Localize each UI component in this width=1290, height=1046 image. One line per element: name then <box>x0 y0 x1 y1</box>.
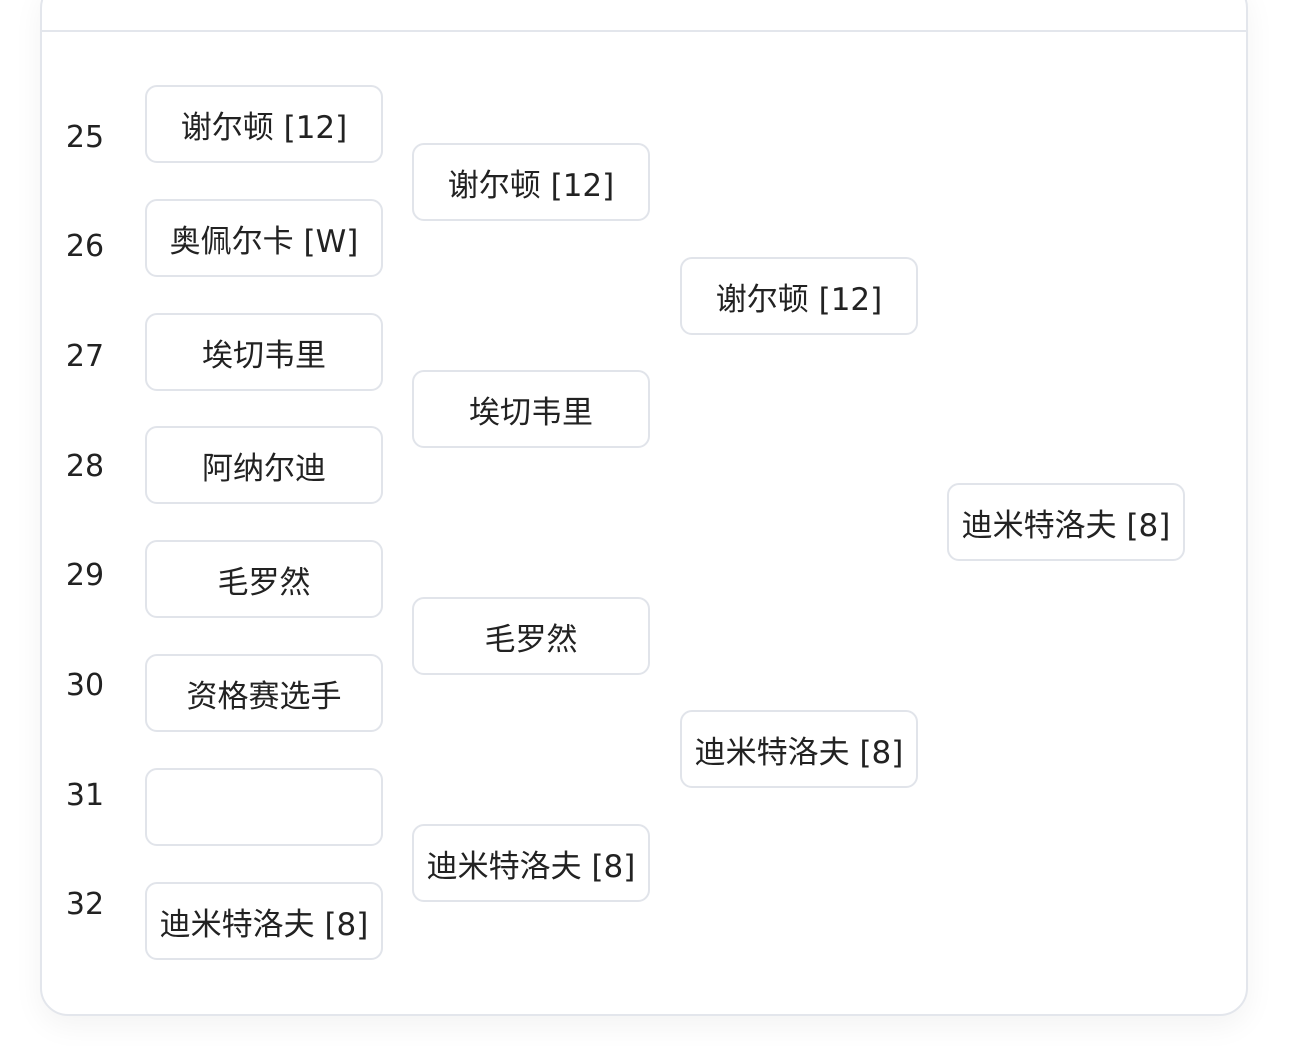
round2-player-slot[interactable]: 毛罗然 <box>412 597 650 675</box>
seed-number: 30 <box>65 668 105 703</box>
round2-player-slot[interactable]: 迪米特洛夫 [8] <box>412 824 650 902</box>
round1-player-slot[interactable]: 资格赛选手 <box>145 654 383 732</box>
seed-number: 29 <box>65 558 105 593</box>
seed-number: 31 <box>65 778 105 813</box>
round3-player-slot[interactable]: 谢尔顿 [12] <box>680 257 918 335</box>
round1-player-slot[interactable]: 阿纳尔迪 <box>145 426 383 504</box>
round1-player-slot[interactable]: 谢尔顿 [12] <box>145 85 383 163</box>
seed-number: 26 <box>65 229 105 264</box>
round1-player-slot[interactable]: 奥佩尔卡 [W] <box>145 199 383 277</box>
card-divider <box>42 30 1246 32</box>
round1-player-slot[interactable]: 埃切韦里 <box>145 313 383 391</box>
round1-player-slot[interactable]: 毛罗然 <box>145 540 383 618</box>
round1-player-slot[interactable] <box>145 768 383 846</box>
seed-number: 27 <box>65 339 105 374</box>
round3-player-slot[interactable]: 迪米特洛夫 [8] <box>680 710 918 788</box>
seed-number: 32 <box>65 887 105 922</box>
round1-player-slot[interactable]: 迪米特洛夫 [8] <box>145 882 383 960</box>
round2-player-slot[interactable]: 埃切韦里 <box>412 370 650 448</box>
seed-number: 25 <box>65 120 105 155</box>
round4-player-slot[interactable]: 迪米特洛夫 [8] <box>947 483 1185 561</box>
round2-player-slot[interactable]: 谢尔顿 [12] <box>412 143 650 221</box>
seed-number: 28 <box>65 449 105 484</box>
